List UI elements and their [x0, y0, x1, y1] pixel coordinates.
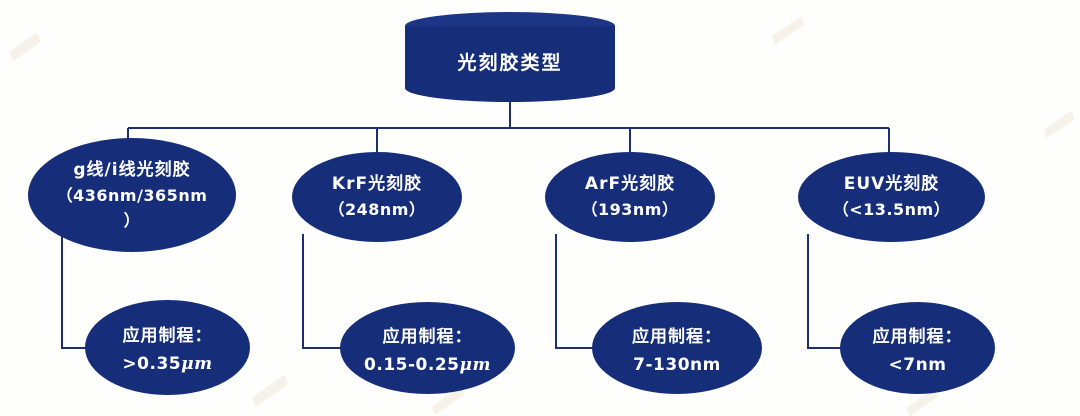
type-node-wavelength: （248nm） — [328, 200, 426, 220]
process-value: 7-130nm — [633, 355, 721, 375]
root-node-photoresist-types: 光刻胶类型 — [405, 12, 615, 102]
type-node-wavelength: （193nm） — [581, 200, 679, 220]
process-value-number: 0.15-0.25 — [364, 354, 460, 375]
process-title: 应用制程： — [872, 326, 963, 347]
root-node-label: 光刻胶类型 — [457, 51, 563, 74]
process-node-arf: 应用制程： 7-130nm — [592, 302, 762, 394]
process-title: 应用制程： — [122, 326, 213, 346]
process-value: <7nm — [889, 355, 947, 375]
cylinder-bottom-face — [405, 74, 615, 102]
process-title: 应用制程： — [382, 326, 473, 347]
type-node-wavelength: （436nm/365nm — [56, 185, 208, 205]
type-node-title: KrF光刻胶 — [331, 174, 423, 194]
type-node-g-i-line: g线/i线光刻胶 （436nm/365nm ） — [28, 138, 236, 252]
process-value-number: <7nm — [888, 354, 947, 375]
type-node-arf: ArF光刻胶 （193nm） — [545, 152, 715, 242]
process-value-unit: μm — [181, 354, 213, 374]
type-node-wavelength-close: ） — [123, 210, 141, 230]
type-node-title: ArF光刻胶 — [584, 174, 676, 194]
process-value: >0.35μm — [122, 354, 212, 374]
process-node-g-i-line: 应用制程： >0.35μm — [85, 300, 250, 395]
process-node-krf: 应用制程： 0.15-0.25μm — [340, 302, 515, 394]
process-value-number: >0.35 — [122, 354, 182, 374]
process-title: 应用制程： — [632, 326, 722, 347]
type-node-wavelength: （<13.5nm） — [832, 200, 951, 220]
process-node-euv: 应用制程： <7nm — [840, 302, 995, 394]
process-value-number: 7-130nm — [633, 354, 721, 375]
type-node-title: EUV光刻胶 — [843, 174, 940, 194]
type-node-title: g线/i线光刻胶 — [73, 159, 191, 180]
type-node-euv: EUV光刻胶 （<13.5nm） — [798, 152, 985, 242]
process-value-unit: μm — [459, 354, 491, 375]
process-value: 0.15-0.25μm — [364, 355, 491, 375]
type-node-krf: KrF光刻胶 （248nm） — [292, 152, 462, 242]
